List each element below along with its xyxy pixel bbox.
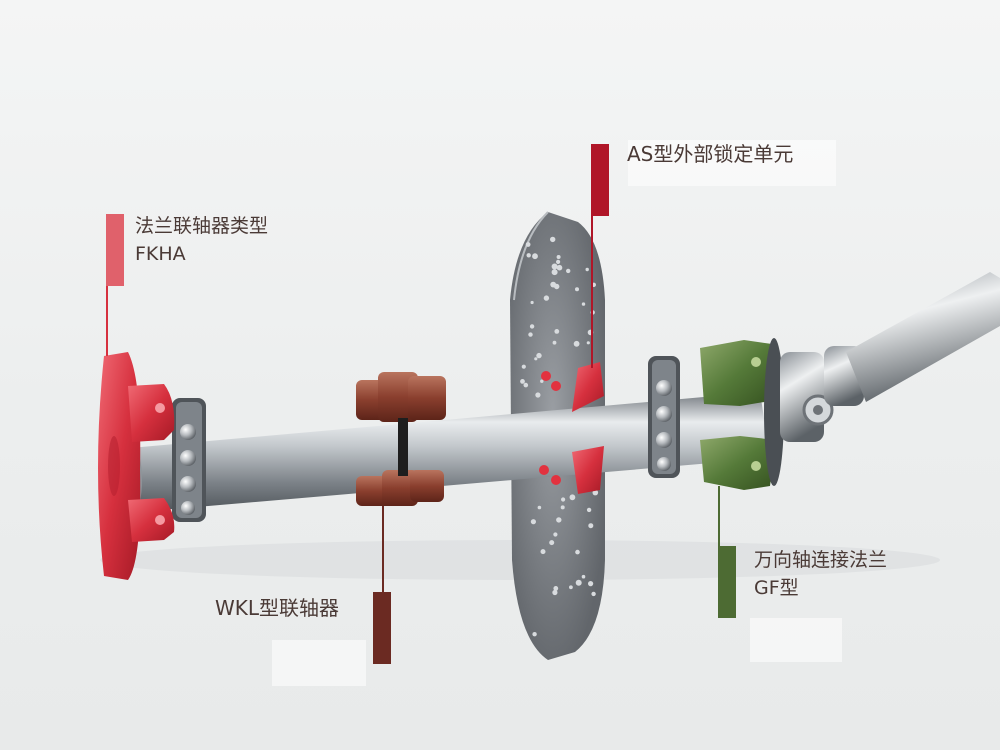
disc-hole	[534, 357, 538, 361]
main-shaft	[130, 392, 770, 512]
gf-flange	[700, 338, 784, 490]
disc-hole	[561, 497, 566, 502]
disc-hole	[540, 379, 544, 383]
disc-hole	[550, 236, 556, 243]
cardan-shaft	[846, 272, 1000, 402]
disc-hole	[586, 341, 590, 345]
locking-unit-label-backdrop	[628, 140, 836, 186]
disc-hole	[569, 585, 573, 590]
flange-coupling-label-line2: FKHA	[135, 243, 186, 265]
flange-coupling-label: 法兰联轴器类型 FKHA	[135, 212, 268, 268]
disc-hole	[551, 263, 558, 270]
flange-coupling-label-line1: 法兰联轴器类型	[135, 215, 269, 237]
disc-hole	[532, 253, 538, 260]
disc-hole	[569, 494, 576, 501]
disc-hole	[530, 519, 537, 525]
disc-hole	[556, 255, 561, 259]
disc-hole	[581, 574, 586, 579]
wkl-coupling-leader	[382, 506, 384, 592]
disc-hole	[556, 517, 562, 523]
disc-hole	[554, 329, 560, 334]
wkl-coupling-marker	[373, 592, 391, 664]
locking-unit-leader	[591, 216, 593, 368]
disc-hole	[543, 295, 550, 301]
disc-hole	[553, 532, 558, 537]
flange-coupling-leader	[106, 286, 108, 356]
locking-unit-marker	[591, 144, 609, 216]
gf-flange-marker	[718, 546, 736, 618]
disc-hole	[549, 540, 555, 546]
disc-hole	[552, 589, 558, 596]
left-bearing	[172, 398, 206, 522]
disc-hole	[552, 340, 557, 345]
disc-hole	[566, 268, 571, 274]
disc-hole	[523, 382, 529, 388]
gf-label-backdrop	[750, 618, 842, 662]
disc-hole	[592, 489, 599, 496]
disc-hole	[537, 505, 542, 510]
disc-hole	[540, 549, 546, 555]
flange-coupling-marker	[106, 214, 124, 286]
disc-hole	[586, 507, 592, 513]
disc-hole	[521, 364, 526, 369]
disc-hole	[550, 281, 557, 288]
flange-coupling-fkha	[98, 352, 175, 580]
gf-flange-label-line2: GF型	[754, 577, 799, 599]
disc-hole	[529, 324, 535, 329]
gf-flange-label-line1: 万向轴连接法兰	[754, 549, 888, 571]
disc-hole	[535, 392, 541, 398]
wkl-label-backdrop	[272, 640, 366, 686]
disc-hole	[588, 523, 594, 529]
gf-flange-label: 万向轴连接法兰 GF型	[754, 546, 887, 602]
disc-hole	[525, 242, 531, 247]
disc-hole	[536, 352, 542, 359]
disc-hole	[585, 267, 589, 272]
disc-hole	[532, 632, 537, 637]
disc-hole	[575, 287, 579, 292]
disc-hole	[551, 269, 558, 276]
disc-hole	[588, 581, 594, 587]
wkl-coupling	[356, 372, 446, 506]
disc-hole	[573, 340, 580, 347]
disc-hole	[591, 591, 596, 597]
disc-hole	[575, 579, 582, 586]
disc-hole	[553, 586, 559, 591]
as-locking-unit	[539, 362, 604, 494]
disc-hole	[528, 332, 533, 337]
wkl-coupling-label: WKL型联轴器	[215, 596, 340, 620]
disc-hole	[560, 505, 565, 510]
disc-hole	[575, 549, 580, 555]
disc-hole	[581, 302, 586, 306]
disc-hole	[520, 379, 525, 384]
locking-unit-label: AS型外部锁定单元	[627, 142, 794, 166]
disc-hole	[556, 259, 561, 264]
disc-hole	[526, 253, 531, 258]
gf-flange-leader	[718, 486, 720, 546]
right-bearing	[648, 356, 680, 478]
disc-hole	[556, 264, 563, 271]
disc-hole	[530, 300, 534, 305]
